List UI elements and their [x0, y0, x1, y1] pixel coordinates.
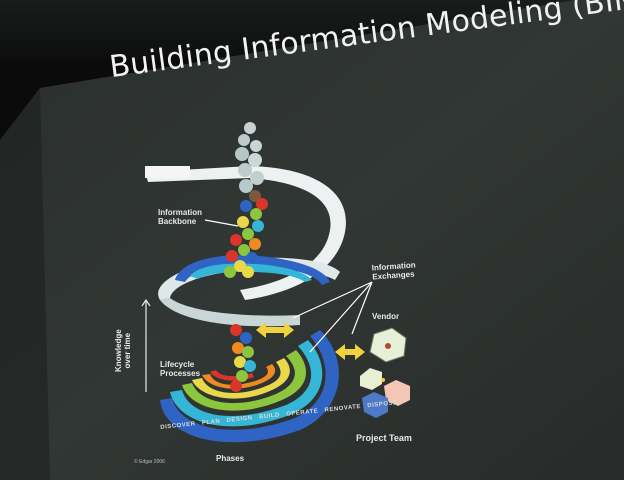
- vendor-hexagon: [369, 327, 407, 363]
- label-line: over time: [123, 332, 132, 369]
- callout-lines: [204, 219, 373, 353]
- project-team-hexagons: [360, 368, 410, 418]
- label-vendor: Vendor: [372, 312, 400, 321]
- phase-label: DESIGN: [226, 415, 253, 424]
- label-line: Lifecycle: [160, 360, 195, 369]
- phase-label: BUILD: [258, 412, 281, 421]
- knowledge-axis: [141, 298, 151, 392]
- label-lifecycle-processes: Lifecycle Processes: [160, 360, 200, 378]
- label-line: Processes: [160, 369, 201, 378]
- label-information-backbone: Information Backbone: [158, 208, 202, 226]
- credit-text: © Edgar 2006: [134, 459, 165, 465]
- label-knowledge-over-time: Knowledge over time: [114, 329, 132, 372]
- exchange-arrows: [256, 322, 365, 360]
- phase-label: PLAN: [201, 418, 221, 427]
- information-backbone-spheres: [224, 122, 268, 392]
- label-line: Information: [158, 208, 202, 217]
- label-information-exchanges: Information Exchanges: [371, 260, 416, 281]
- label-phases: Phases: [216, 454, 245, 463]
- phase-label: RENOVATE: [324, 403, 362, 414]
- phase-label: DISCOVER: [160, 421, 196, 431]
- label-project-team: Project Team: [356, 433, 412, 443]
- label-line: Backbone: [158, 217, 197, 226]
- phase-label: DISPOSE: [367, 400, 398, 410]
- lifecycle-rings: [160, 255, 339, 443]
- label-line: Knowledge: [114, 329, 123, 372]
- phase-label: OPERATE: [286, 408, 319, 418]
